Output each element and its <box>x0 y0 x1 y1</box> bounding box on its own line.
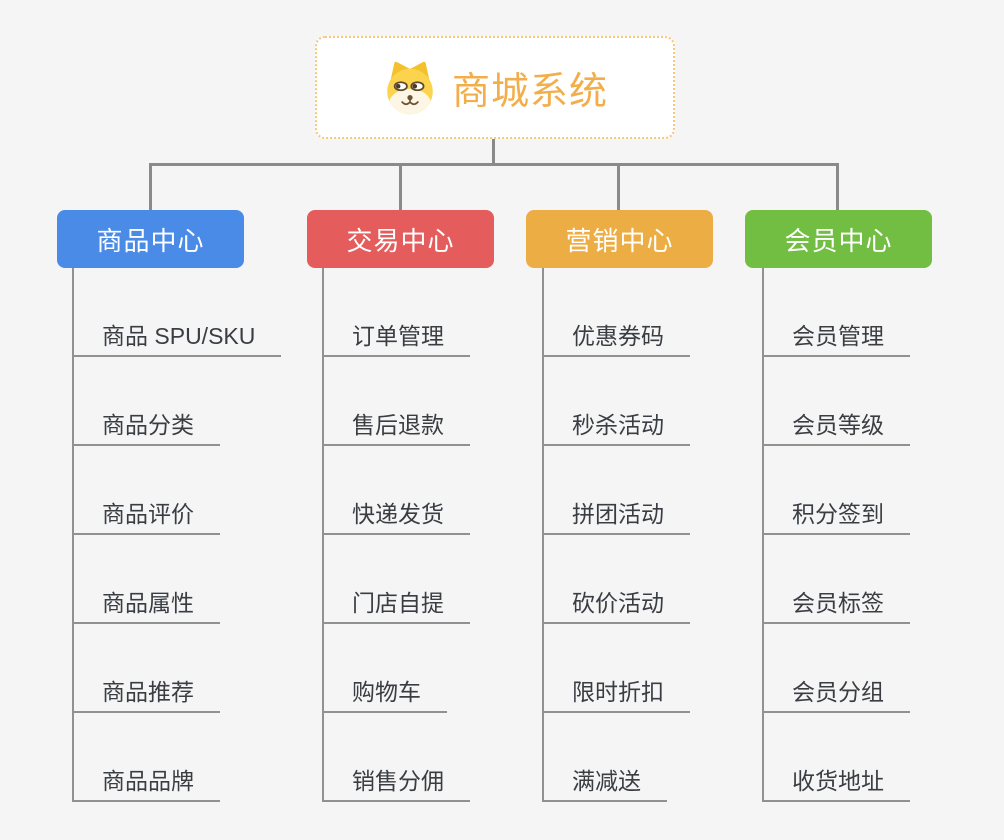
topic-node[interactable]: 砍价活动 <box>542 586 690 624</box>
topic-node[interactable]: 会员标签 <box>762 586 910 624</box>
topic-node[interactable]: 商品 SPU/SKU <box>72 319 282 357</box>
topic-node[interactable]: 销售分佣 <box>322 764 470 802</box>
topic-node[interactable]: 商品品牌 <box>72 764 220 802</box>
topic-node[interactable]: 商品评价 <box>72 497 220 535</box>
branch-vertical-line <box>72 268 74 802</box>
root-node[interactable]: 商城系统 <box>315 36 675 139</box>
topic-node[interactable]: 拼团活动 <box>542 497 690 535</box>
connector-drop <box>399 163 402 211</box>
branch-node-trade-center[interactable]: 交易中心 <box>307 210 494 268</box>
branch-node-member-center[interactable]: 会员中心 <box>745 210 932 268</box>
topic-node[interactable]: 会员分组 <box>762 675 910 713</box>
topic-node[interactable]: 限时折扣 <box>542 675 690 713</box>
topic-node[interactable]: 订单管理 <box>322 319 470 357</box>
branch-column-trade: 订单管理 售后退款 快递发货 门店自提 购物车 销售分佣 <box>322 268 557 802</box>
branch-column-member: 会员管理 会员等级 积分签到 会员标签 会员分组 收货地址 <box>762 268 997 802</box>
branch-node-marketing-center[interactable]: 营销中心 <box>526 210 713 268</box>
topic-node[interactable]: 会员等级 <box>762 408 910 446</box>
topic-node[interactable]: 商品属性 <box>72 586 220 624</box>
dog-face-icon <box>387 61 433 114</box>
root-title: 商城系统 <box>451 71 608 113</box>
topic-node[interactable]: 售后退款 <box>322 408 470 446</box>
connector-drop <box>149 163 152 211</box>
branch-vertical-line <box>762 268 764 802</box>
branch-column-marketing: 优惠券码 秒杀活动 拼团活动 砍价活动 限时折扣 满减送 <box>542 268 777 802</box>
connector-horizontal <box>149 163 839 166</box>
branch-vertical-line <box>542 268 544 802</box>
topic-node[interactable]: 快递发货 <box>322 497 470 535</box>
topic-node[interactable]: 商品推荐 <box>72 675 220 713</box>
topic-node[interactable]: 积分签到 <box>762 497 910 535</box>
topic-node[interactable]: 会员管理 <box>762 319 910 357</box>
branch-column-product: 商品 SPU/SKU 商品分类 商品评价 商品属性 商品推荐 商品品牌 <box>72 268 307 802</box>
topic-node[interactable]: 满减送 <box>542 764 667 802</box>
branch-vertical-line <box>322 268 324 802</box>
topic-node[interactable]: 优惠券码 <box>542 319 690 357</box>
topic-node[interactable]: 购物车 <box>322 675 447 713</box>
topic-node[interactable]: 商品分类 <box>72 408 220 446</box>
topic-node[interactable]: 门店自提 <box>322 586 470 624</box>
branch-node-product-center[interactable]: 商品中心 <box>57 210 244 268</box>
connector-root-stub <box>492 139 495 164</box>
topic-node[interactable]: 秒杀活动 <box>542 408 690 446</box>
topic-node[interactable]: 收货地址 <box>762 764 910 802</box>
connector-drop <box>836 163 839 211</box>
connector-drop <box>617 163 620 211</box>
